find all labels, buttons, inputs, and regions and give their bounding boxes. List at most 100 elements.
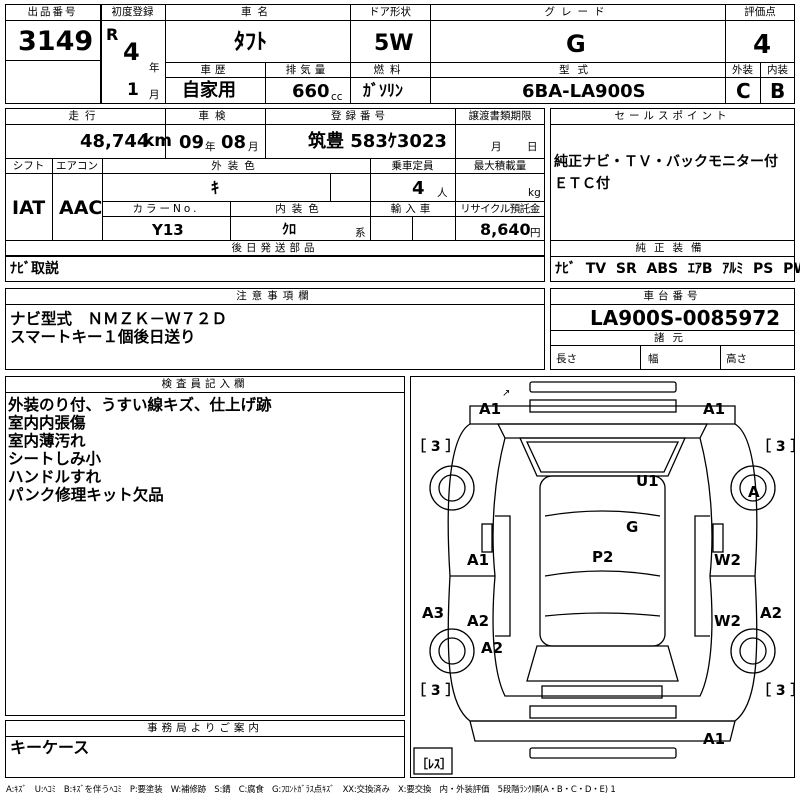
genuine-equip-header: 純正装備	[635, 242, 710, 254]
inspector-note: 外装のり付、うすい線キズ、仕上げ跡	[8, 396, 272, 414]
mileage-header: 走行	[68, 110, 102, 122]
inspector-note: パンク修理キット欠品	[8, 486, 164, 504]
capacity-header: 乗車定員	[391, 160, 434, 172]
inspector-note: 室内薄汚れ	[8, 432, 86, 450]
legend: A:ｷｽﾞ U:ﾍｺﾐ B:ｷｽﾞを伴うﾍｺﾐ P:要塗装 W:補修跡 S:錆 …	[6, 785, 616, 795]
car-name-header: 車名	[241, 6, 274, 18]
interior-score: B	[770, 79, 786, 103]
score: 4	[753, 30, 772, 60]
sales-point-block	[550, 108, 795, 282]
damage-mark: A2	[760, 604, 783, 622]
inspector-block	[5, 376, 405, 716]
history-header: 車歴	[200, 64, 230, 76]
damage-mark: A3	[422, 604, 445, 622]
damage-mark: U1	[636, 472, 659, 490]
spec-width: 幅	[648, 353, 659, 365]
first-reg-era: R	[106, 25, 119, 44]
inspector-notes: 外装のり付、うすい線キズ、仕上げ跡 室内内張傷 室内薄汚れ シートしみ小 ハンド…	[8, 396, 272, 504]
inspector-note: 室内内張傷	[8, 414, 86, 432]
sales-point: 純正ナビ・ＴＶ・バックモニター付 ＥＴＣ付	[554, 154, 778, 192]
recycle: 8,640	[480, 220, 531, 239]
lot-no-header: 出品番号	[27, 6, 78, 18]
fuel: ｶﾞｿﾘﾝ	[363, 81, 404, 100]
damage-mark: A2	[481, 639, 504, 657]
damage-mark: A1	[479, 400, 502, 418]
later-parts: ﾅﾋﾞ取説	[10, 261, 59, 277]
inspection-year: 09	[179, 132, 205, 153]
damage-mark: P2	[592, 548, 614, 566]
later-parts-header: 後日発送部品	[231, 242, 319, 254]
exterior-score: C	[736, 79, 751, 103]
lot-no: 3149	[18, 26, 94, 57]
color-no-header: カラーNo.	[132, 203, 200, 215]
shift-header: シフト	[12, 160, 45, 172]
import-header: 輸入車	[390, 203, 435, 215]
displacement-unit: cc	[331, 91, 343, 103]
first-reg-month-unit: 月	[149, 89, 160, 101]
inspector-header: 検査員記入欄	[161, 378, 249, 390]
damage-mark: W2	[714, 551, 741, 569]
displacement: 660	[292, 81, 330, 102]
reg-no-header: 登録番号	[331, 110, 389, 122]
int-color-suffix: 系	[355, 227, 366, 239]
note-item: ナビ型式 ＮＭＺＫ－Ｗ７２Ｄ	[10, 310, 228, 328]
damage-mark: G	[626, 518, 639, 536]
shift: IAT	[12, 197, 46, 219]
aircon: AAC	[59, 197, 103, 219]
car-diagram: ↗	[413, 381, 776, 775]
sales-point-header: セールスポイント	[614, 110, 731, 122]
car-diagram-block	[410, 376, 795, 778]
tire-depth: ［ 3 ］	[412, 439, 460, 455]
specs-header: 諸元	[654, 332, 691, 344]
capacity-unit: 人	[437, 187, 448, 199]
notes-block	[5, 288, 545, 370]
notes-list: ナビ型式 ＮＭＺＫ－Ｗ７２Ｄ スマートキー１個後日送り	[10, 310, 227, 346]
first-reg-year: 4	[123, 38, 140, 66]
recycle-header: リサイクル預託金	[460, 203, 540, 215]
car-name: ﾀﾌﾄ	[234, 30, 268, 55]
int-color: ｸﾛ	[282, 222, 296, 238]
spare-tire: ［ﾚｽ］	[416, 757, 453, 771]
damage-mark: W2	[714, 612, 741, 630]
genuine-equip: ﾅﾋﾞ TV SR ABS ｴｱB ｱﾙﾐ PS PW	[555, 261, 800, 277]
first-reg-month: 1	[127, 80, 139, 100]
fuel-header: 燃料	[373, 64, 407, 76]
damage-mark: A	[748, 483, 760, 501]
inspection-month-unit: 月	[248, 141, 259, 153]
max-load-header: 最大積載量	[473, 160, 527, 172]
tire-depth: ［ 3 ］	[757, 683, 800, 699]
model-code-header: 型式	[559, 64, 596, 76]
ext-color: ｷ	[211, 178, 220, 197]
tire-depth: ［ 3 ］	[757, 439, 800, 455]
color-no: Y13	[152, 221, 184, 239]
mileage-unit: km	[143, 131, 173, 151]
door-type: 5W	[374, 31, 414, 56]
grade-header: グレード	[544, 6, 611, 18]
inspector-note: シートしみ小	[8, 450, 102, 468]
damage-mark: A2	[467, 612, 490, 630]
office-note: キーケース	[10, 738, 90, 757]
spec-length: 長さ	[556, 353, 577, 365]
office-block	[5, 720, 405, 778]
damage-mark: A1	[703, 400, 726, 418]
mileage: 48,744	[80, 131, 150, 152]
transfer-doc-day-unit: 日	[527, 141, 538, 153]
office-header: 事務局よりご案内	[147, 722, 263, 734]
transfer-doc-month-unit: 月	[491, 141, 502, 153]
capacity: 4	[412, 178, 425, 199]
transfer-doc-header: 譲渡書類期限	[468, 110, 532, 122]
load-unit: kg	[528, 187, 541, 199]
model-code: 6BA-LA900S	[522, 81, 646, 102]
interior-header: 内装	[767, 64, 788, 76]
reg-no: 筑豊 583ｹ3023	[308, 131, 447, 152]
ext-color-header: 外装色	[211, 160, 261, 172]
first-reg-header: 初度登録	[111, 6, 154, 18]
int-color-header: 内装色	[275, 203, 325, 215]
chassis-header: 車台番号	[643, 290, 702, 302]
damage-mark: A1	[467, 551, 490, 569]
door-header: ドア形状	[369, 6, 411, 18]
displacement-header: 排気量	[285, 64, 330, 76]
grade: G	[566, 30, 586, 58]
recycle-unit: 円	[530, 227, 541, 239]
note-item: スマートキー１個後日送り	[10, 328, 196, 346]
